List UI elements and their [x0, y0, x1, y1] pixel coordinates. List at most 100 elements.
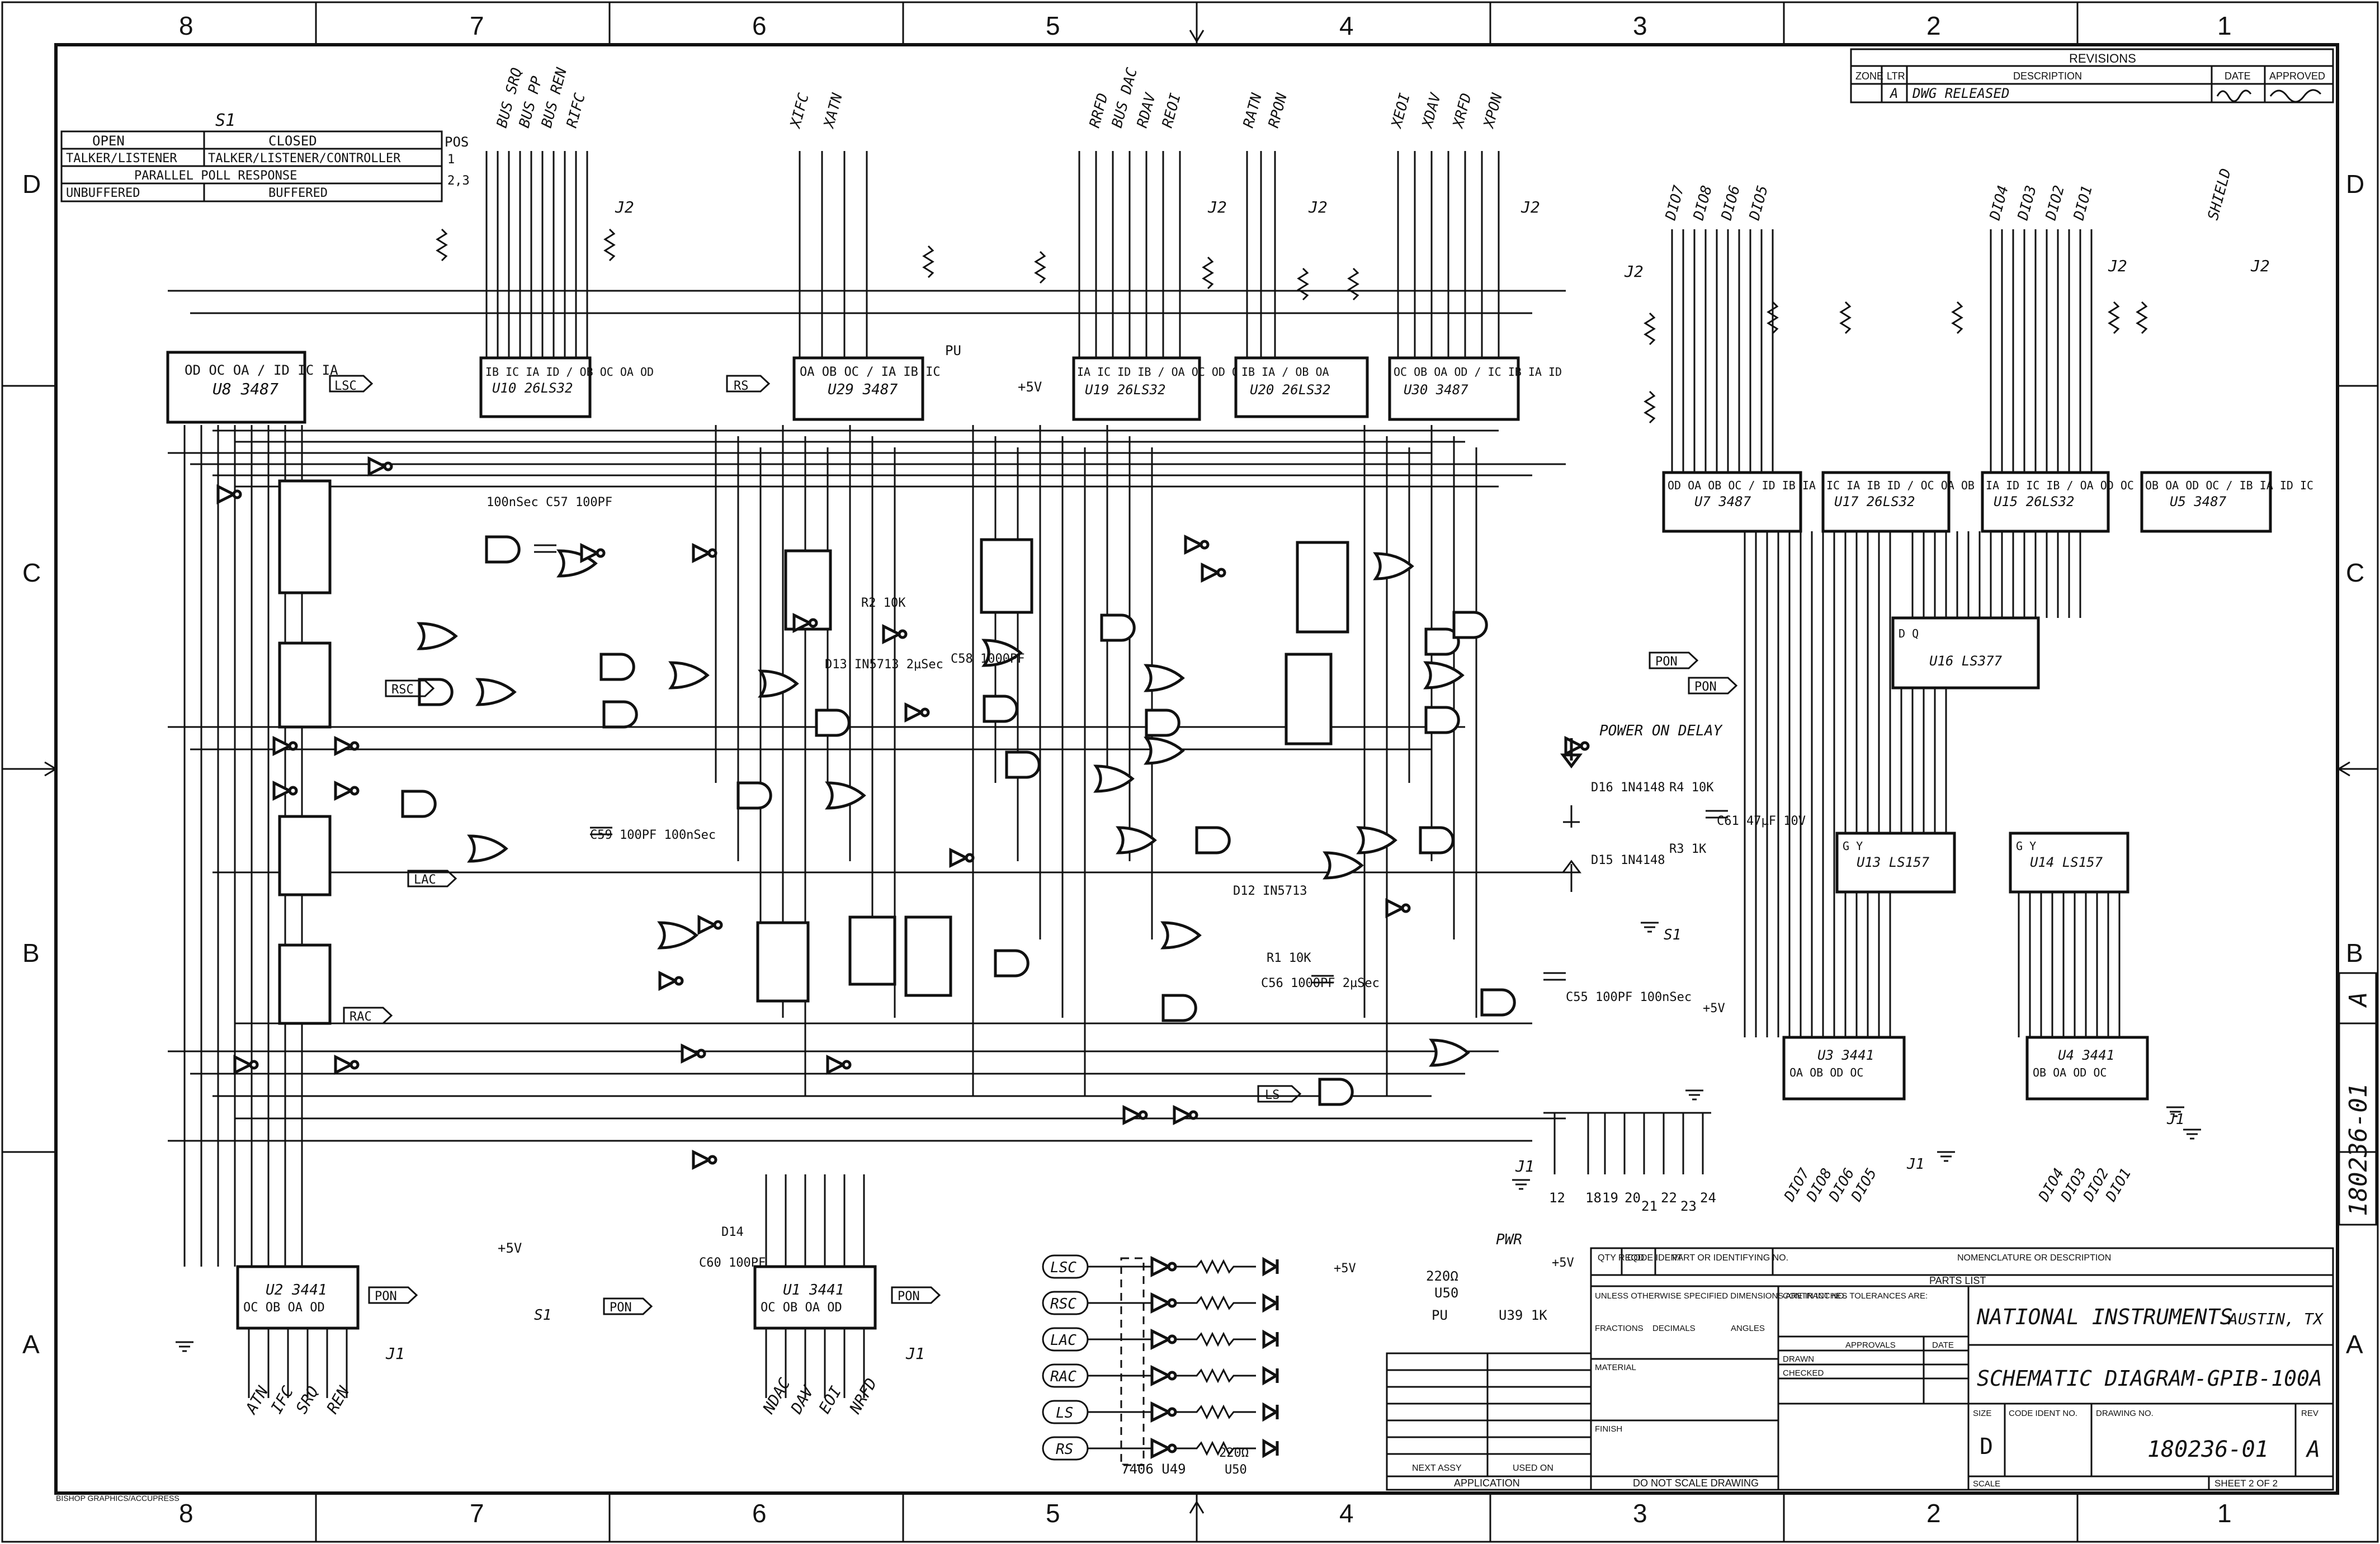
zone-row-c-right: C [2346, 558, 2364, 587]
sig-dio5-top: DIO5 [1746, 184, 1772, 223]
tag-ls-driver: LS [1042, 1400, 1089, 1424]
size-value: D [1980, 1434, 1993, 1460]
parts-list-caption: PARTS LIST [1929, 1275, 1986, 1286]
svg-text:U15 26LS32: U15 26LS32 [1994, 494, 2075, 509]
chip-u30: OC OB OA OD / IC IB IA ID U30 3487 [1388, 356, 1562, 421]
svg-text:RAC: RAC [1050, 1368, 1076, 1385]
revisions-block: REVISIONS ZONE LTR DESCRIPTION DATE APPR… [1850, 48, 2334, 103]
svg-text:20: 20 [1625, 1190, 1641, 1206]
switch-row3-closed: BUFFERED [268, 186, 328, 200]
chip-u15: IA ID IC IB / OA OD OC OB U15 26LS32 [1981, 471, 2154, 533]
j2-label-4: J2 [1520, 198, 1540, 216]
tag-rac-driver: RAC [1042, 1363, 1089, 1388]
sig-dio8-top: DIO8 [1690, 184, 1716, 223]
j2-labels: J2 J2 J2 J2 J2 J2 J2 [615, 198, 2270, 281]
pu-pwr-label: PU [1432, 1307, 1448, 1323]
svg-text:LSC: LSC [1050, 1259, 1076, 1276]
plus5v-label-drivers: +5V [1334, 1262, 1356, 1276]
rev-value: A [2305, 1437, 2320, 1462]
pwr-label: PWR [1496, 1231, 1522, 1248]
bus-srq: SRQ [292, 1383, 322, 1416]
s1-label-mid: S1 [1664, 927, 1681, 943]
svg-text:U7 3487: U7 3487 [1694, 494, 1751, 509]
plus5v-label-s1: +5V [498, 1240, 522, 1256]
r1-label: R1 10K [1267, 951, 1311, 965]
zone-row-d-right: D [2346, 169, 2364, 199]
u50-label: U50 [1225, 1463, 1247, 1477]
zone-row-b-left: B [22, 938, 40, 967]
power-on-delay-label: POWER ON DELAY [1599, 723, 1723, 739]
checked-label: CHECKED [1783, 1368, 1824, 1378]
svg-text:U13 LS157: U13 LS157 [1857, 854, 1930, 870]
tag-rs-driver: RS [1042, 1436, 1089, 1461]
side-dwg-number: 180236-01 [2344, 1083, 2373, 1216]
company-location: AUSTIN, TX [2227, 1310, 2324, 1328]
zone-col-5-bottom: 5 [1046, 1499, 1060, 1528]
zone-col-7-top: 7 [470, 11, 484, 40]
svg-text:OC OB OA OD / IC IB IA ID: OC OB OA OD / IC IB IA ID [1394, 365, 1562, 379]
finish-label: FINISH [1595, 1424, 1622, 1434]
j1-label-u1: J1 [905, 1344, 925, 1363]
svg-text:U17 26LS32: U17 26LS32 [1834, 494, 1915, 509]
logic-gates [176, 228, 2201, 1460]
next-assy-label: NEXT ASSY [1412, 1463, 1462, 1473]
d16-label: D16 1N4148 [1591, 781, 1665, 795]
svg-text:23: 23 [1680, 1198, 1697, 1214]
d13-label: D13 IN5713 2µSec [825, 658, 943, 672]
switch-row3-open: UNBUFFERED [66, 186, 140, 200]
j1-label-mid: J1 [1515, 1157, 1534, 1175]
date-label: DATE [1932, 1340, 1954, 1350]
zone-col-1-top: 1 [2217, 11, 2232, 40]
sig-rdav: RDAV [1134, 91, 1160, 130]
switch-row2-open: PARALLEL POLL RESPONSE [134, 169, 297, 183]
svg-text:OB OA OD OC: OB OA OD OC [2033, 1066, 2107, 1079]
svg-text:PON: PON [898, 1290, 920, 1304]
j2-label-7: J2 [2250, 257, 2270, 275]
plus5v-label-s1-mid: +5V [1703, 1002, 1725, 1016]
switch-table: S1 OPEN CLOSED POS TALKER/LISTENER TALKE… [60, 111, 470, 202]
tag-lsc: LSC [329, 375, 374, 393]
svg-text:U3 3441: U3 3441 [1817, 1047, 1874, 1063]
rev-header-approved: APPROVED [2269, 70, 2325, 82]
sig-ratn: RATN [1240, 91, 1265, 130]
svg-text:U4 3441: U4 3441 [2058, 1047, 2114, 1063]
plus5v-label-pwr: +5V [1552, 1256, 1574, 1270]
svg-text:12: 12 [1549, 1190, 1565, 1206]
tag-rsc: RSC [385, 679, 435, 697]
svg-text:U30 3487: U30 3487 [1404, 382, 1468, 398]
svg-text:PON: PON [1655, 655, 1678, 669]
d14-label: D14 [721, 1225, 744, 1239]
pl-header-nomenclature: NOMENCLATURE OR DESCRIPTION [1957, 1253, 2111, 1263]
zone-col-8-top: 8 [179, 11, 193, 40]
rev-label: REV [2301, 1409, 2318, 1418]
drawing-title: SCHEMATIC DIAGRAM-GPIB-100A [1977, 1366, 2322, 1391]
c58-label: C58 1000PF [951, 652, 1024, 666]
svg-text:RS: RS [1056, 1441, 1073, 1458]
svg-text:RS: RS [734, 379, 749, 393]
svg-text:IA ID IC IB / OA OD OC OB: IA ID IC IB / OA OD OC OB [1986, 479, 2154, 492]
zone-col-4-top: 4 [1339, 11, 1354, 40]
j1-label-u2: J1 [385, 1344, 405, 1363]
chip-u4: OB OA OD OC U4 3441 [2025, 1036, 2149, 1101]
rev-row-ltr: A [1889, 86, 1898, 101]
tag-rsc-driver: RSC [1042, 1291, 1089, 1315]
do-not-scale: DO NOT SCALE DRAWING [1633, 1477, 1759, 1489]
zone-col-3-top: 3 [1633, 11, 1647, 40]
sig-dio6-top: DIO6 [1718, 184, 1744, 223]
j2-label-6: J2 [2108, 257, 2127, 275]
rev-approved-signature [2269, 89, 2322, 103]
drawn-label: DRAWN [1783, 1354, 1814, 1364]
sig-rifc: RIFC [564, 91, 589, 130]
switch-row1-open: TALKER/LISTENER [66, 152, 177, 166]
u49-label: 7406 U49 [1121, 1461, 1186, 1477]
j2-label-2: J2 [1207, 198, 1227, 216]
sig-xpon: XPON [1480, 91, 1506, 131]
svg-text:19: 19 [1602, 1190, 1618, 1206]
bus-ifc: IFC [267, 1383, 297, 1416]
